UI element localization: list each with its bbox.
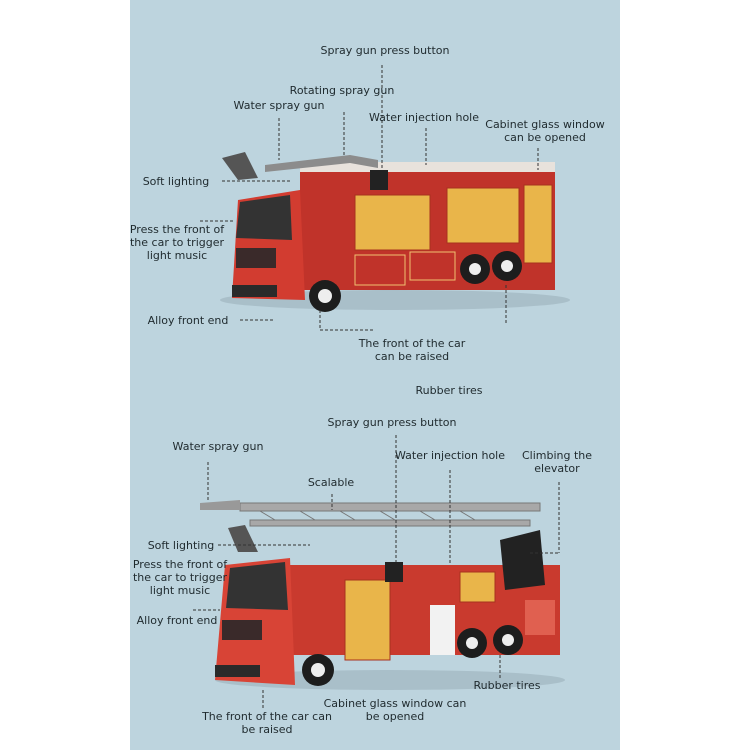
label-water-spray-gun: Water spray gun	[233, 99, 325, 112]
hand-sleeve	[228, 525, 258, 552]
cabinet-window	[459, 571, 496, 603]
spray-button	[370, 170, 388, 190]
label-line: light music	[149, 584, 211, 597]
label-line: elevator	[534, 462, 580, 475]
label-spray-button: Spray gun press button	[327, 416, 457, 429]
label-line: can be opened	[504, 131, 586, 144]
fire-truck-top	[200, 65, 570, 331]
label-line: The front of the car can	[202, 710, 332, 723]
label-line: the car to trigger	[129, 236, 225, 249]
ladder	[239, 502, 541, 527]
label-scalable: Scalable	[307, 476, 355, 489]
cabinet-window	[354, 194, 431, 251]
fire-truck-bottom	[193, 435, 565, 710]
label-line: Press the front of	[132, 558, 228, 571]
label-line: Press the front of	[129, 223, 225, 236]
label-water-injection-hole: Water injection hole	[368, 111, 480, 124]
spray-button	[385, 562, 403, 582]
label-line: light music	[146, 249, 208, 262]
label-line: be opened	[365, 710, 425, 723]
label-line: the car to trigger	[132, 571, 228, 584]
label-line: can be raised	[374, 350, 450, 363]
label-rotating-spray-gun: Rotating spray gun	[289, 84, 395, 97]
label-line: The front of the car	[358, 337, 466, 350]
label-spray-button: Spray gun press button	[320, 44, 450, 57]
label-soft-lighting: Soft lighting	[147, 539, 215, 552]
water-spray-gun	[200, 500, 240, 510]
label-alloy-front-end: Alloy front end	[136, 614, 218, 627]
label-line: Cabinet glass window	[485, 118, 605, 131]
label-water-spray-gun: Water spray gun	[172, 440, 264, 453]
label-rubber-tires: Rubber tires	[473, 679, 541, 692]
ladder-lift	[500, 530, 545, 590]
cabinet-window	[344, 579, 391, 661]
label-line: be raised	[241, 723, 293, 736]
label-line: Climbing the	[521, 449, 593, 462]
label-water-injection-hole: Water injection hole	[394, 449, 506, 462]
cabinet-window	[523, 184, 553, 264]
label-alloy-front-end: Alloy front end	[147, 314, 229, 327]
hand-sleeve	[222, 152, 258, 180]
label-soft-lighting: Soft lighting	[142, 175, 210, 188]
label-rubber-tires: Rubber tires	[415, 384, 483, 397]
label-line: Cabinet glass window can	[323, 697, 467, 710]
rotating-spray-gun	[265, 155, 378, 172]
cabinet-window	[446, 187, 520, 244]
